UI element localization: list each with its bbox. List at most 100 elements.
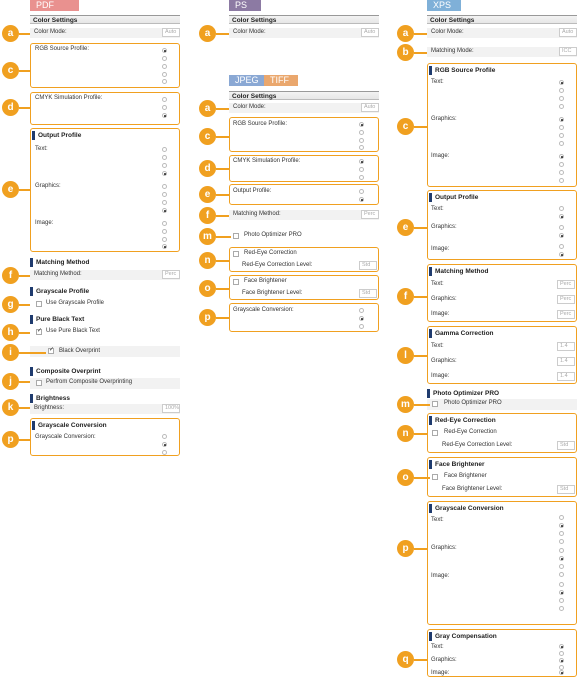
gamma-graphics-select[interactable]: 1.4	[557, 357, 575, 366]
matching-mode-select[interactable]: ICC	[559, 47, 577, 56]
radio[interactable]	[162, 237, 167, 242]
gamma-text-select[interactable]: 1.4	[557, 342, 575, 351]
radio[interactable]	[559, 531, 564, 536]
radio[interactable]	[359, 189, 364, 194]
radio[interactable]	[559, 658, 564, 663]
mm-graphics-select[interactable]: Perc	[557, 295, 575, 304]
perform-composite-checkbox[interactable]	[36, 380, 42, 386]
radio[interactable]	[559, 225, 564, 230]
red-eye-level-select[interactable]: Std	[557, 441, 575, 450]
radio[interactable]	[559, 598, 564, 603]
radio[interactable]	[559, 644, 564, 649]
radio[interactable]	[559, 556, 564, 561]
radio[interactable]	[559, 214, 564, 219]
face-brightener-level-select[interactable]: Std	[557, 485, 575, 494]
radio[interactable]	[559, 141, 564, 146]
radio[interactable]	[359, 197, 364, 202]
radio[interactable]	[162, 434, 167, 439]
matching-method-select[interactable]: Perc	[361, 210, 379, 219]
red-eye-level-select[interactable]: Std	[359, 261, 377, 270]
radio[interactable]	[162, 147, 167, 152]
tab-pdf[interactable]: PDF	[30, 0, 79, 11]
brightness-input[interactable]: 100%	[162, 404, 180, 413]
matching-method-select[interactable]: Perc	[162, 270, 180, 279]
radio[interactable]	[162, 97, 167, 102]
radio[interactable]	[559, 125, 564, 130]
radio[interactable]	[359, 145, 364, 150]
radio[interactable]	[559, 178, 564, 183]
radio[interactable]	[559, 590, 564, 595]
radio[interactable]	[559, 670, 564, 675]
radio[interactable]	[559, 233, 564, 238]
color-mode-select[interactable]: Auto	[162, 28, 180, 37]
mm-text-select[interactable]: Perc	[557, 280, 575, 289]
radio[interactable]	[162, 105, 167, 110]
mm-image-select[interactable]: Perc	[557, 310, 575, 319]
radio[interactable]	[162, 171, 167, 176]
radio[interactable]	[359, 316, 364, 321]
radio[interactable]	[559, 154, 564, 159]
radio[interactable]	[559, 96, 564, 101]
radio[interactable]	[359, 122, 364, 127]
radio[interactable]	[162, 244, 167, 249]
use-pure-black-text-checkbox[interactable]	[36, 327, 42, 335]
radio[interactable]	[162, 450, 167, 455]
use-grayscale-profile-checkbox[interactable]	[36, 301, 42, 307]
radio[interactable]	[359, 138, 364, 143]
color-mode-select[interactable]: Auto	[361, 28, 379, 37]
radio[interactable]	[359, 324, 364, 329]
radio[interactable]	[559, 582, 564, 587]
radio[interactable]	[559, 88, 564, 93]
tab-ps[interactable]: PS	[229, 0, 261, 11]
tab-xps[interactable]: XPS	[427, 0, 461, 11]
radio[interactable]	[162, 155, 167, 160]
radio[interactable]	[162, 72, 167, 77]
radio[interactable]	[559, 523, 564, 528]
radio[interactable]	[162, 48, 167, 53]
face-brightener-level-select[interactable]: Std	[359, 289, 377, 298]
black-overprint-checkbox[interactable]	[48, 346, 54, 354]
face-brightener-checkbox[interactable]	[233, 279, 239, 285]
radio[interactable]	[359, 175, 364, 180]
radio[interactable]	[162, 113, 167, 118]
radio[interactable]	[559, 572, 564, 577]
radio[interactable]	[162, 221, 167, 226]
radio[interactable]	[359, 159, 364, 164]
radio[interactable]	[559, 162, 564, 167]
tab-tiff[interactable]: TIFF	[264, 75, 298, 86]
gamma-image-select[interactable]: 1.4	[557, 372, 575, 381]
radio[interactable]	[162, 192, 167, 197]
radio[interactable]	[559, 539, 564, 544]
tab-jpeg[interactable]: JPEG	[229, 75, 266, 86]
radio[interactable]	[559, 206, 564, 211]
red-eye-checkbox[interactable]	[432, 430, 438, 436]
radio[interactable]	[162, 229, 167, 234]
radio[interactable]	[162, 208, 167, 213]
radio[interactable]	[359, 167, 364, 172]
radio[interactable]	[559, 117, 564, 122]
radio[interactable]	[559, 244, 564, 249]
radio[interactable]	[559, 651, 564, 656]
radio[interactable]	[162, 56, 167, 61]
radio[interactable]	[162, 64, 167, 69]
radio[interactable]	[559, 80, 564, 85]
radio[interactable]	[359, 130, 364, 135]
radio[interactable]	[162, 184, 167, 189]
radio[interactable]	[162, 442, 167, 447]
color-mode-select[interactable]: Auto	[361, 103, 379, 112]
radio[interactable]	[162, 200, 167, 205]
radio[interactable]	[359, 308, 364, 313]
red-eye-checkbox[interactable]	[233, 251, 239, 257]
radio[interactable]	[162, 79, 167, 84]
photo-optimizer-checkbox[interactable]	[432, 401, 438, 407]
photo-optimizer-checkbox[interactable]	[233, 233, 239, 239]
radio[interactable]	[559, 665, 564, 670]
radio[interactable]	[559, 104, 564, 109]
color-mode-select[interactable]: Auto	[559, 28, 577, 37]
radio[interactable]	[559, 548, 564, 553]
radio[interactable]	[559, 564, 564, 569]
radio[interactable]	[559, 515, 564, 520]
radio[interactable]	[162, 163, 167, 168]
radio[interactable]	[559, 133, 564, 138]
radio[interactable]	[559, 252, 564, 257]
